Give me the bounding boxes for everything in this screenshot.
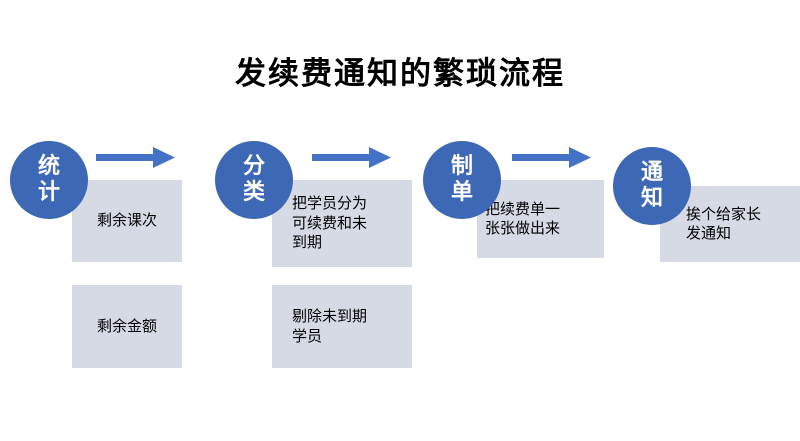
note-text: 把学员分为可续费和未到期 [292, 194, 368, 252]
note-box: 把学员分为可续费和未到期 [272, 180, 412, 267]
note-text: 把续费单一张张做出来 [485, 199, 561, 238]
step-circle-tongji: 统计 [10, 141, 88, 219]
note-box: 剩余金额 [72, 285, 182, 368]
step-circle-zhidan: 制单 [423, 141, 501, 219]
note-box: 剩余课次 [72, 180, 182, 262]
note-text: 挨个给家长发通知 [686, 204, 762, 243]
step-label: 制单 [450, 154, 473, 205]
flow-arrow-icon [96, 146, 176, 173]
step-circle-tongzhi: 通知 [613, 147, 691, 225]
flow-arrow-icon [512, 146, 592, 173]
step-label: 分类 [242, 154, 265, 205]
note-text: 剔除未到期学员 [292, 307, 368, 345]
note-text: 剩余金额 [96, 316, 157, 335]
flow-arrow-icon [312, 146, 392, 173]
slide-title: 发续费通知的繁琐流程 [235, 56, 565, 92]
step-label: 通知 [640, 160, 663, 211]
note-box: 剔除未到期学员 [272, 285, 412, 368]
note-box: 把续费单一张张做出来 [477, 180, 604, 258]
note-text: 剩余课次 [96, 211, 157, 230]
step-label: 统计 [37, 154, 60, 205]
step-circle-fenlei: 分类 [215, 141, 293, 219]
